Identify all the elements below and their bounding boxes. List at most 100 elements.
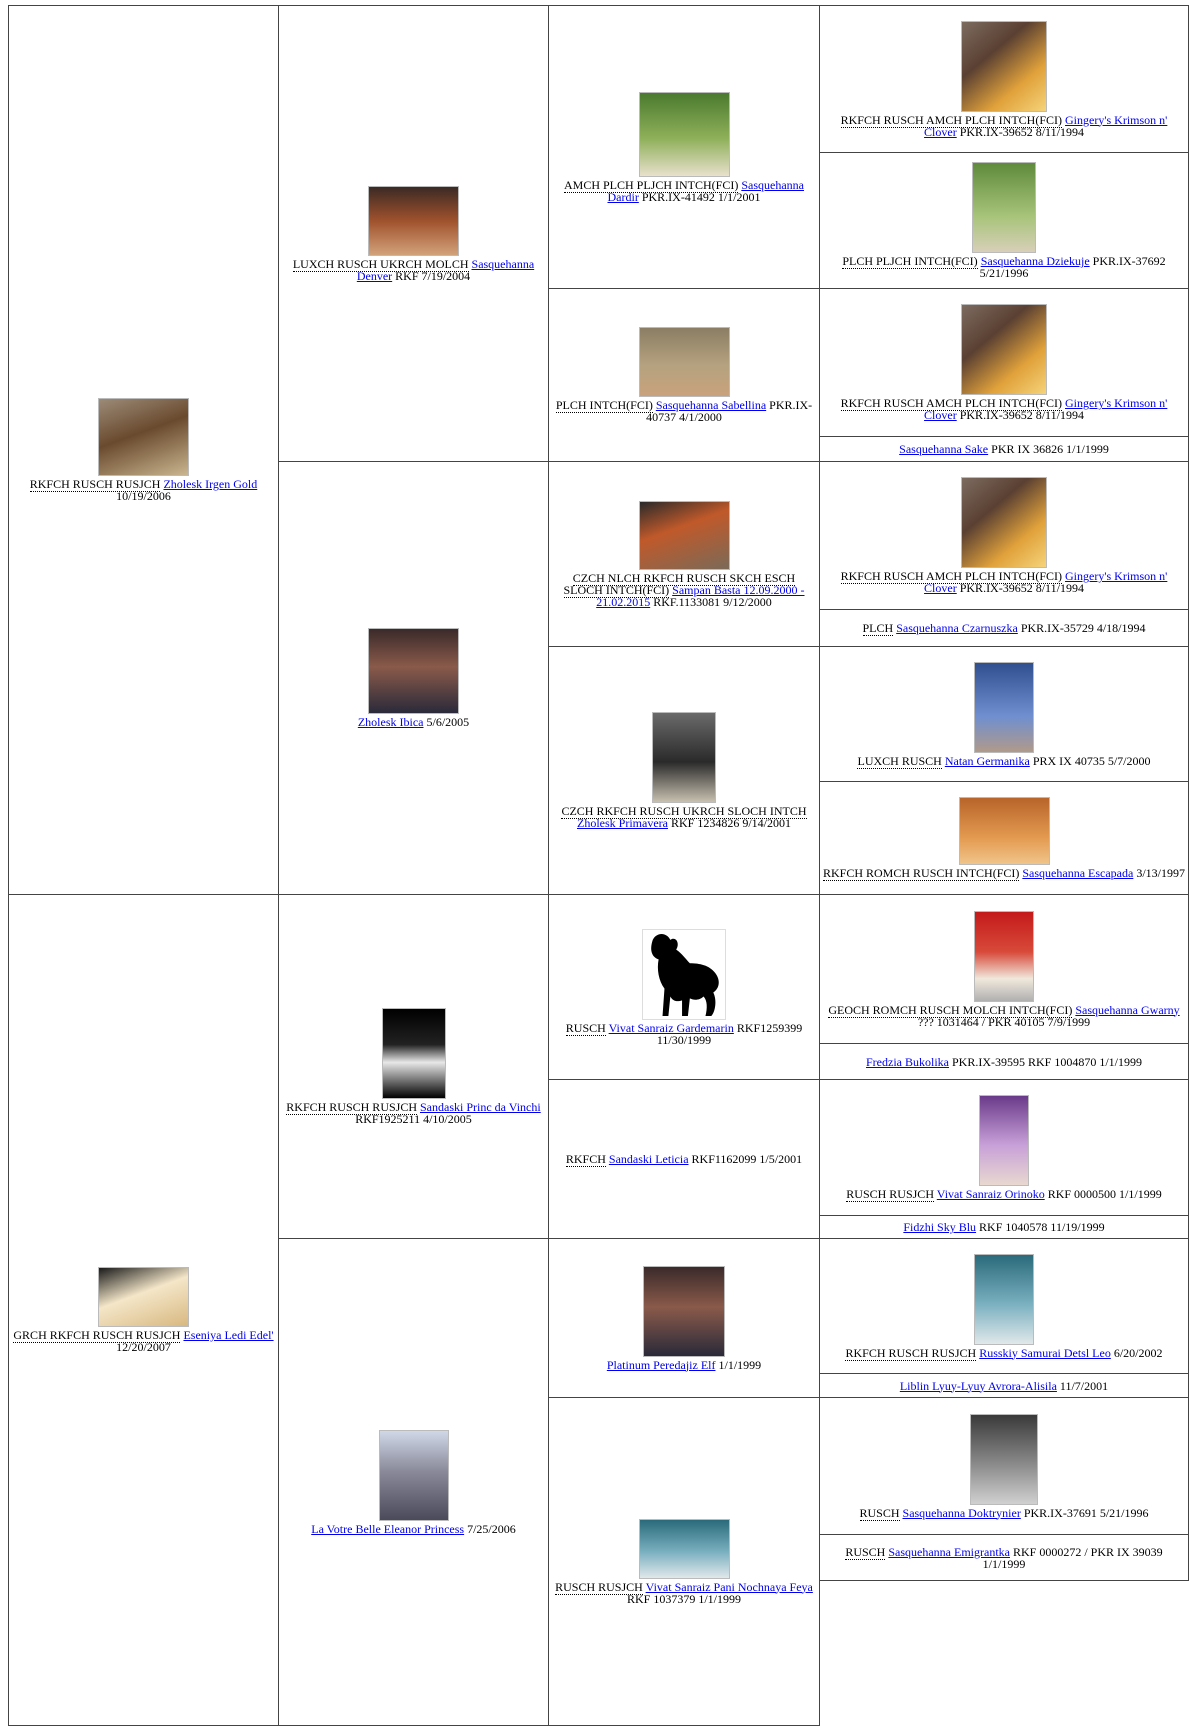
dog-photo[interactable] [974, 1253, 1034, 1345]
dog-name-link[interactable]: Sasquehanna Doktrynier [902, 1505, 1021, 1520]
dog-titles: AMCH PLCH PLJCH INTCH(FCI) [563, 177, 739, 193]
dog-name-link[interactable]: Sasquehanna Escapada [1022, 866, 1134, 880]
dog-caption: Fidzhi Sky Blu RKF 1040578 11/19/1999 [903, 1221, 1104, 1233]
dog-photo[interactable] [974, 910, 1034, 1002]
dog-titles: PLCH INTCH(FCI) [555, 398, 653, 413]
dog-titles: GEOCH ROMCH RUSCH MOLCH INTCH(FCI) [828, 1002, 1073, 1018]
dog-name-link[interactable]: Sasquehanna Sake [899, 442, 989, 456]
dog-photo[interactable] [974, 661, 1034, 753]
dog-name-link[interactable]: Gingery's Krimson n' Clover [924, 569, 1168, 595]
dog-name-link[interactable]: Sasquehanna Denver [356, 256, 535, 283]
dog-photo[interactable] [652, 712, 716, 803]
dog-titles: RKFCH ROMCH RUSCH INTCH(FCI) [823, 866, 1020, 881]
dog-silhouette-icon [651, 933, 719, 1016]
dog-photo[interactable] [368, 628, 459, 714]
dog-titles: RUSCH RUSJCH [846, 1187, 934, 1202]
dog-caption: RKFCH RUSCH RUSJCH Russkiy Samurai Detsl… [845, 1345, 1163, 1361]
dog-name-link[interactable]: Sasquehanna Dardir [607, 177, 805, 204]
pedigree-cell: RUSCH RUSJCH Vivat Sanraiz Orinoko RKF 0… [819, 1079, 1189, 1216]
pedigree-cell: CZCH RKFCH RUSCH UKRCH SLOCH INTCH Zhole… [548, 646, 820, 895]
dog-name-link[interactable]: Liblin Lyuy-Lyuy Avrora-Alisila [899, 1378, 1057, 1393]
dog-registration-info: PKR.IX-41492 1/1/2001 [641, 189, 761, 204]
dog-photo[interactable] [961, 304, 1047, 395]
dog-name-link[interactable]: Sasquehanna Sabellina [655, 398, 767, 412]
dog-photo[interactable] [98, 398, 189, 476]
pedigree-cell: GRCH RKFCH RUSCH RUSJCH Eseniya Ledi Ede… [8, 894, 279, 1726]
dog-registration-info: RKF 0000500 1/1/1999 [1047, 1187, 1162, 1201]
dog-caption: Sasquehanna Sake PKR IX 36826 1/1/1999 [899, 443, 1109, 455]
dog-caption: CZCH NLCH RKFCH RUSCH SKCH ESCH SLOCH IN… [552, 570, 816, 609]
dog-photo[interactable] [972, 162, 1036, 253]
pedigree-cell: Liblin Lyuy-Lyuy Avrora-Alisila 11/7/200… [819, 1373, 1189, 1398]
dog-name-link[interactable]: Gingery's Krimson n' Clover [924, 112, 1168, 139]
dog-name-link[interactable]: Zholesk Primavera [577, 816, 668, 830]
dog-photo[interactable] [961, 477, 1047, 568]
dog-registration-info: PKR.IX-35729 4/18/1994 [1020, 621, 1146, 635]
pedigree-cell: Sasquehanna Sake PKR IX 36826 1/1/1999 [819, 436, 1189, 462]
dog-caption: RKFCH RUSCH AMCH PLCH INTCH(FCI) Gingery… [823, 569, 1185, 595]
dog-caption: GEOCH ROMCH RUSCH MOLCH INTCH(FCI) Sasqu… [823, 1002, 1185, 1028]
dog-registration-info: RKF 7/19/2004 [395, 268, 471, 283]
dog-photo[interactable] [642, 928, 726, 1020]
pedigree-cell: AMCH PLCH PLJCH INTCH(FCI) Sasquehanna D… [548, 5, 820, 289]
dog-name-link[interactable]: Sampan Basta 12.09.2000 - 21.02.2015 [596, 582, 805, 609]
dog-caption: PLCH INTCH(FCI) Sasquehanna Sabellina PK… [552, 398, 816, 424]
dog-name-link[interactable]: Eseniya Ledi Edel' [183, 1328, 274, 1342]
dog-caption: Platinum Peredajiz Elf 1/1/1999 [607, 1359, 761, 1371]
dog-registration-info: 3/13/1997 [1136, 866, 1185, 880]
dog-photo[interactable] [368, 185, 459, 256]
dog-name-link[interactable]: Platinum Peredajiz Elf [606, 1357, 716, 1372]
dog-photo[interactable] [98, 1267, 189, 1327]
dog-registration-info: PKR.IX-39652 8/11/1994 [959, 124, 1084, 139]
dog-photo[interactable] [638, 91, 730, 177]
dog-name-link[interactable]: Vivat Sanraiz Pani Nochnaya Feya [645, 1579, 813, 1594]
dog-registration-info: PKR.IX-40737 4/1/2000 [646, 398, 813, 424]
dog-photo[interactable] [638, 327, 730, 397]
dog-name-link[interactable]: Sasquehanna Emigrantka [888, 1544, 1010, 1559]
dog-registration-info: RKF 1037379 1/1/1999 [626, 1591, 741, 1606]
dog-titles: PLCH PLJCH INTCH(FCI) [842, 254, 978, 269]
dog-titles: RKFCH [565, 1152, 606, 1167]
dog-photo[interactable] [638, 500, 730, 570]
dog-photo[interactable] [979, 1095, 1029, 1186]
dog-registration-info: 6/20/2002 [1113, 1345, 1163, 1360]
pedigree-cell: RKFCH RUSCH RUSJCH Sandaski Princ da Vin… [278, 894, 549, 1239]
dog-name-link[interactable]: Vivat Sanraiz Orinoko [936, 1187, 1045, 1201]
dog-titles: RUSCH [565, 1020, 606, 1036]
dog-name-link[interactable]: Russkiy Samurai Detsl Leo [979, 1345, 1111, 1360]
dog-photo[interactable] [378, 1429, 449, 1521]
dog-photo[interactable] [958, 797, 1050, 865]
dog-name-link[interactable]: Sandaski Princ da Vinchi [420, 1100, 541, 1114]
dog-registration-info: PKR.IX-39595 RKF 1004870 1/1/1999 [951, 1054, 1142, 1069]
dog-titles: RKFCH RUSCH AMCH PLCH INTCH(FCI) [840, 112, 1063, 128]
pedigree-cell: La Votre Belle Eleanor Princess 7/25/200… [278, 1238, 549, 1726]
dog-name-link[interactable]: Zholesk Ibica [357, 715, 424, 729]
dog-name-link[interactable]: Gingery's Krimson n' Clover [924, 396, 1168, 422]
pedigree-cell: Fidzhi Sky Blu RKF 1040578 11/19/1999 [819, 1215, 1189, 1239]
dog-name-link[interactable]: La Votre Belle Eleanor Princess [311, 1521, 465, 1536]
dog-name-link[interactable]: Vivat Sanraiz Gardemarin [608, 1020, 734, 1035]
dog-name-link[interactable]: Natan Germanika [944, 753, 1030, 768]
dog-titles: RUSCH [859, 1505, 900, 1521]
dog-photo[interactable] [961, 20, 1047, 112]
dog-caption: RUSCH RUSJCH Vivat Sanraiz Orinoko RKF 0… [846, 1187, 1162, 1202]
dog-photo[interactable] [381, 1008, 446, 1099]
dog-name-link[interactable]: Fredzia Bukolika [866, 1054, 949, 1069]
dog-caption: RKFCH RUSCH AMCH PLCH INTCH(FCI) Gingery… [823, 396, 1185, 422]
dog-name-link[interactable]: Fidzhi Sky Blu [903, 1220, 977, 1234]
dog-name-link[interactable]: Zholesk Irgen Gold [163, 477, 258, 491]
dog-photo[interactable] [970, 1413, 1038, 1505]
dog-caption: Zholesk Ibica 5/6/2005 [358, 716, 469, 728]
dog-name-link[interactable]: Sasquehanna Gwarny [1075, 1002, 1180, 1017]
dog-registration-info: 1/1/1999 [718, 1357, 762, 1372]
dog-photo[interactable] [643, 1265, 725, 1357]
dog-name-link[interactable]: Sasquehanna Dziekuje [980, 254, 1090, 268]
dog-name-link[interactable]: Sandaski Leticia [608, 1152, 689, 1166]
dog-name-link[interactable]: Sasquehanna Czarnuszka [896, 621, 1018, 635]
dog-caption: RUSCH RUSJCH Vivat Sanraiz Pani Nochnaya… [552, 1579, 816, 1606]
dog-registration-info: PKR.IX-39652 8/11/1994 [959, 581, 1084, 595]
dog-photo[interactable] [638, 1518, 730, 1579]
dog-caption: PLCH PLJCH INTCH(FCI) Sasquehanna Dzieku… [823, 254, 1185, 279]
dog-caption: RUSCH Sasquehanna Emigrantka RKF 0000272… [823, 1544, 1185, 1570]
dog-registration-info: RKF 1040578 11/19/1999 [979, 1220, 1105, 1234]
